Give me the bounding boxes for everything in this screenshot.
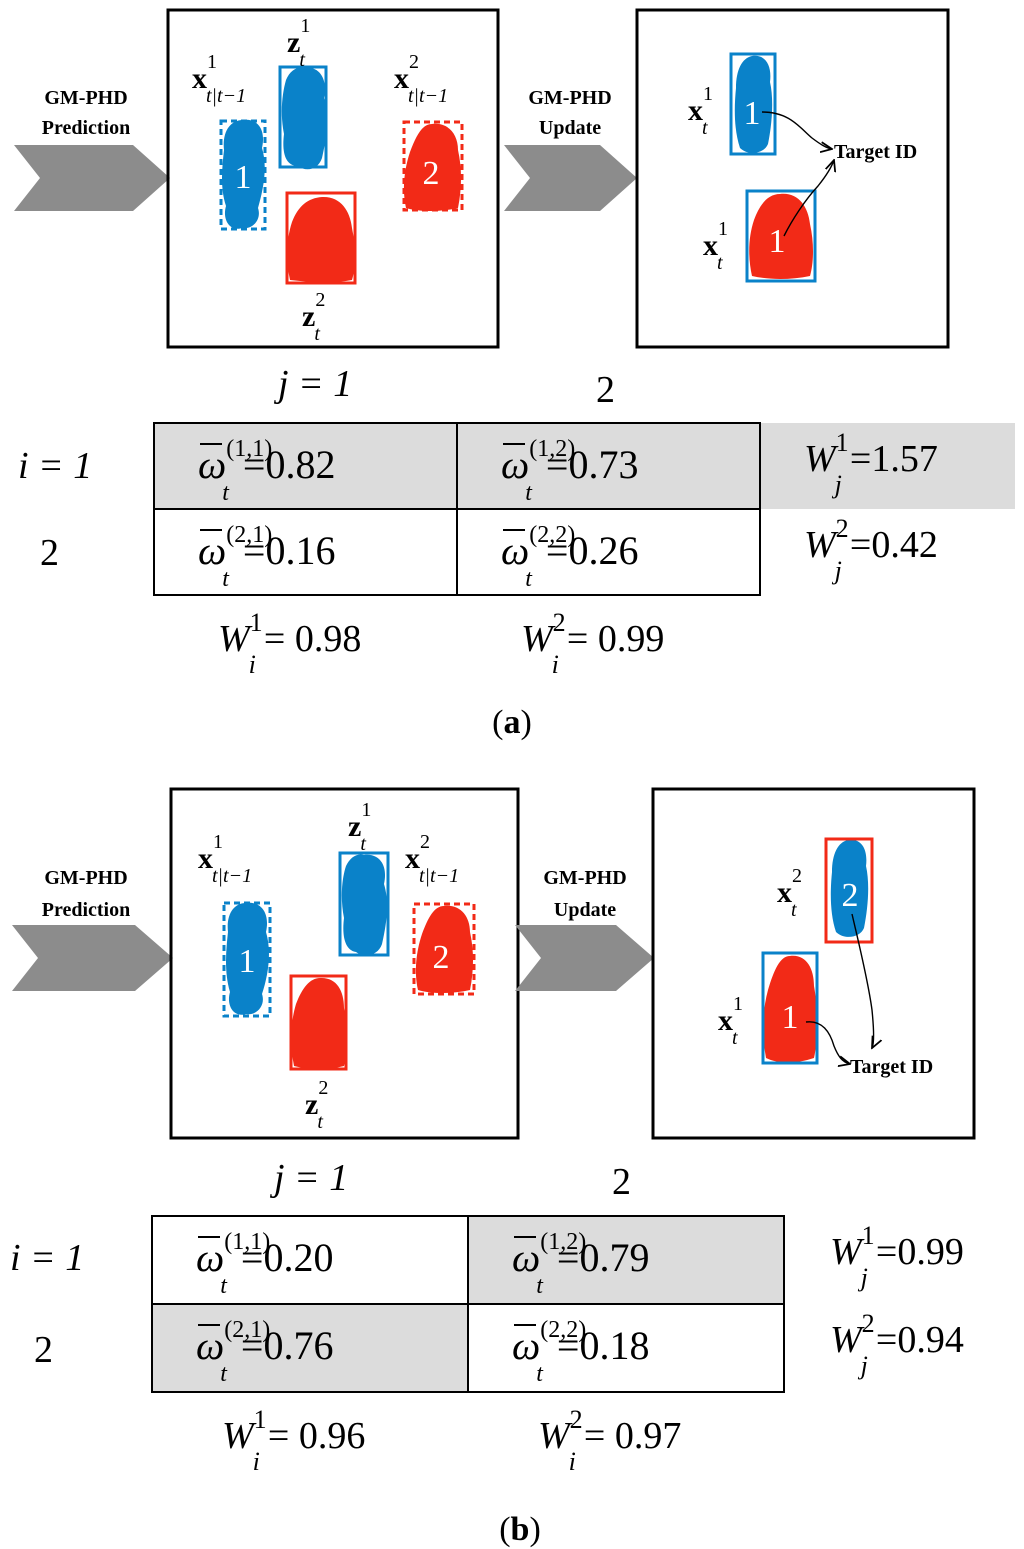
measurement-1-blob <box>338 851 390 957</box>
column-label-j2: 2 <box>612 1161 631 1203</box>
update-arrow-label-line1: GM-PHD <box>543 867 626 889</box>
update-arrow-label-line1: GM-PHD <box>528 87 611 109</box>
prediction-arrow-label-line1: GM-PHD <box>44 87 127 109</box>
row-label-i2: 2 <box>34 1329 53 1371</box>
updated-target-blue-blob: 1 <box>729 52 777 156</box>
update-arrow-label-line2: Update <box>554 899 616 921</box>
column-label-j1: j = 1 <box>273 363 352 405</box>
predicted-target-1-id: 1 <box>239 943 256 980</box>
weight-cell-1-2: ω(1,2)t=0.73 <box>501 436 638 506</box>
measurement-1-blob <box>278 65 328 170</box>
measurement-2-blob <box>285 191 357 285</box>
updated-target-red-blob: 1 <box>761 951 819 1065</box>
weight-cell-1-1: ω(1,1)t=0.82 <box>198 436 335 506</box>
shaded-cell <box>152 1304 468 1392</box>
weight-cell-1-1: ω(1,1)t=0.20 <box>196 1229 333 1299</box>
target-id-arrow-upper <box>761 111 832 149</box>
column-label-j1: j = 1 <box>269 1157 348 1199</box>
shaded-row-sum <box>760 423 1015 509</box>
predicted-target-2-id: 2 <box>423 155 440 192</box>
target-id-arrow-lower <box>805 1021 850 1064</box>
weight-cell-2-2: ω(2,2)t=0.18 <box>512 1317 649 1387</box>
update-arrow: GM-PHD Update <box>504 87 637 211</box>
panel-caption: (a) <box>492 704 532 741</box>
target-id-label: Target ID <box>834 141 917 163</box>
updated-target-blue-id: 1 <box>744 95 761 132</box>
weight-cell-2-2: ω(2,2)t=0.26 <box>501 522 638 592</box>
measurement-2-blob <box>289 974 348 1071</box>
updated-target-red-id: 1 <box>782 999 799 1036</box>
predicted-target-1-blob: 1 <box>219 119 267 231</box>
prediction-arrow-label-line1: GM-PHD <box>44 867 127 889</box>
predicted-target-2-blob: 2 <box>402 120 464 212</box>
row-label-i1: i = 1 <box>10 1237 84 1279</box>
updated-target-blue-blob: 2 <box>824 837 874 944</box>
prediction-arrow-label-line2: Prediction <box>42 117 131 139</box>
shaded-cell <box>154 423 457 509</box>
target-id-label: Target ID <box>850 1056 933 1078</box>
predicted-target-2-id: 2 <box>433 939 450 976</box>
target-id-arrow-upper <box>851 913 874 1048</box>
weight-cell-2-1: ω(2,1)t=0.16 <box>198 522 335 592</box>
update-arrow: GM-PHD Update <box>515 867 654 991</box>
weight-cell-1-2: ω(1,2)t=0.79 <box>512 1229 649 1299</box>
prediction-arrow-label-line2: Prediction <box>42 899 131 921</box>
updated-target-red-id: 1 <box>769 223 786 260</box>
column-label-j2: 2 <box>596 369 615 411</box>
shaded-cell <box>468 1216 784 1304</box>
predicted-target-1-id: 1 <box>235 159 252 196</box>
updated-target-blue-id: 2 <box>842 877 859 914</box>
row-label-i2: 2 <box>40 532 59 574</box>
predicted-target-2-blob: 2 <box>412 902 476 996</box>
updated-target-red-blob: 1 <box>745 189 817 283</box>
shaded-cell <box>457 423 760 509</box>
predicted-target-1-blob: 1 <box>222 901 272 1018</box>
row-label-i1: i = 1 <box>18 445 92 487</box>
weight-table: ω(1,1)t=0.82 ω(1,2)t=0.73 ω(2,1)t=0.16 ω(2,… <box>153 422 1015 679</box>
weight-table: ω(1,1)t=0.20 ω(1,2)t=0.79 ω(2,1)t=0.76 ω(2,… <box>151 1215 964 1476</box>
update-arrow-label-line2: Update <box>539 117 601 139</box>
weight-cell-2-1: ω(2,1)t=0.76 <box>196 1317 333 1387</box>
prediction-arrow: GM-PHD Prediction <box>12 867 173 991</box>
panel-caption: (b) <box>499 1511 541 1548</box>
target-id-arrow-lower <box>783 160 834 237</box>
prediction-arrow: GM-PHD Prediction <box>14 87 170 211</box>
